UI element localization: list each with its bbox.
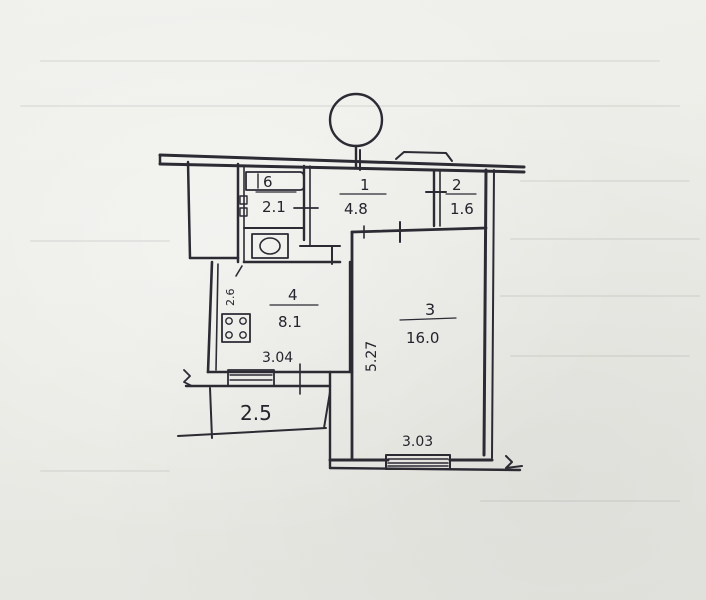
burner-icon <box>225 317 233 325</box>
balcony-block <box>177 387 331 439</box>
room1-number: 1 <box>360 176 370 194</box>
toilet-box <box>251 233 289 259</box>
window-frame <box>385 454 451 470</box>
burner-icon <box>239 317 247 325</box>
bathtub <box>245 171 305 191</box>
orientation-marker <box>328 92 384 170</box>
balcony-area: 2.5 <box>240 401 272 425</box>
faint-text-line <box>30 240 170 242</box>
wall-top-inner <box>158 162 526 174</box>
window-room3 <box>385 454 451 470</box>
faint-text-line <box>510 355 690 357</box>
balcony-left <box>209 387 213 439</box>
room2-area: 1.6 <box>450 200 474 218</box>
sink-square <box>239 195 248 205</box>
room6-area: 2.1 <box>262 198 286 216</box>
balcony-edge <box>177 427 327 437</box>
room6-number: 6 <box>263 173 273 191</box>
wall-bottom-break <box>505 455 523 469</box>
bathroom-block <box>236 162 342 265</box>
faint-text-line <box>480 500 680 502</box>
kitchen-block <box>183 260 354 395</box>
room4-width-label: 3.04 <box>262 350 293 366</box>
faint-text-line <box>20 105 680 107</box>
orientation-circle <box>328 92 384 148</box>
wall-right-outer <box>491 169 495 459</box>
room3-height-label: 5.27 <box>364 341 380 372</box>
room3-area: 16.0 <box>406 329 439 347</box>
room1-area: 4.8 <box>344 200 368 218</box>
faint-text-line <box>500 295 700 297</box>
wall-right <box>482 168 488 457</box>
faint-text-line <box>510 238 700 240</box>
room4-side-label: 2.6 <box>224 289 237 307</box>
toilet-bowl-icon <box>259 237 281 255</box>
room4-area: 8.1 <box>278 313 302 331</box>
window-frame <box>227 369 275 387</box>
room4-number: 4 <box>288 286 298 304</box>
dimension-labels: 3.04 3.03 5.27 2.6 <box>224 289 433 451</box>
corridor-block <box>293 149 447 228</box>
wall-left-storage <box>186 160 192 260</box>
window-kitchen <box>227 369 275 387</box>
wall-top-bump <box>395 151 453 162</box>
sink-square <box>239 207 248 217</box>
faint-text-line <box>520 180 690 182</box>
burner-icon <box>225 331 233 339</box>
wall-top <box>158 153 526 169</box>
wall-room3-top <box>350 226 488 234</box>
faint-text-line <box>40 60 660 62</box>
wall-kitchen-left-inner <box>215 263 219 371</box>
dimension-tick <box>235 265 243 277</box>
burner-icon <box>239 331 247 339</box>
room-labels: 6 2.1 1 4.8 2 1.6 3 16.0 4 8.1 2.5 <box>240 173 477 425</box>
room3-divider <box>399 317 457 321</box>
wall-kitchen-left <box>206 260 214 374</box>
faint-text-line <box>40 470 170 472</box>
room2-number: 2 <box>452 176 462 194</box>
wall-break-mark <box>183 369 193 387</box>
balcony-right <box>323 391 331 429</box>
room3-number: 3 <box>425 300 435 319</box>
stove <box>221 313 251 343</box>
exterior-walls <box>158 151 526 472</box>
room3-width-label: 3.03 <box>402 434 433 450</box>
